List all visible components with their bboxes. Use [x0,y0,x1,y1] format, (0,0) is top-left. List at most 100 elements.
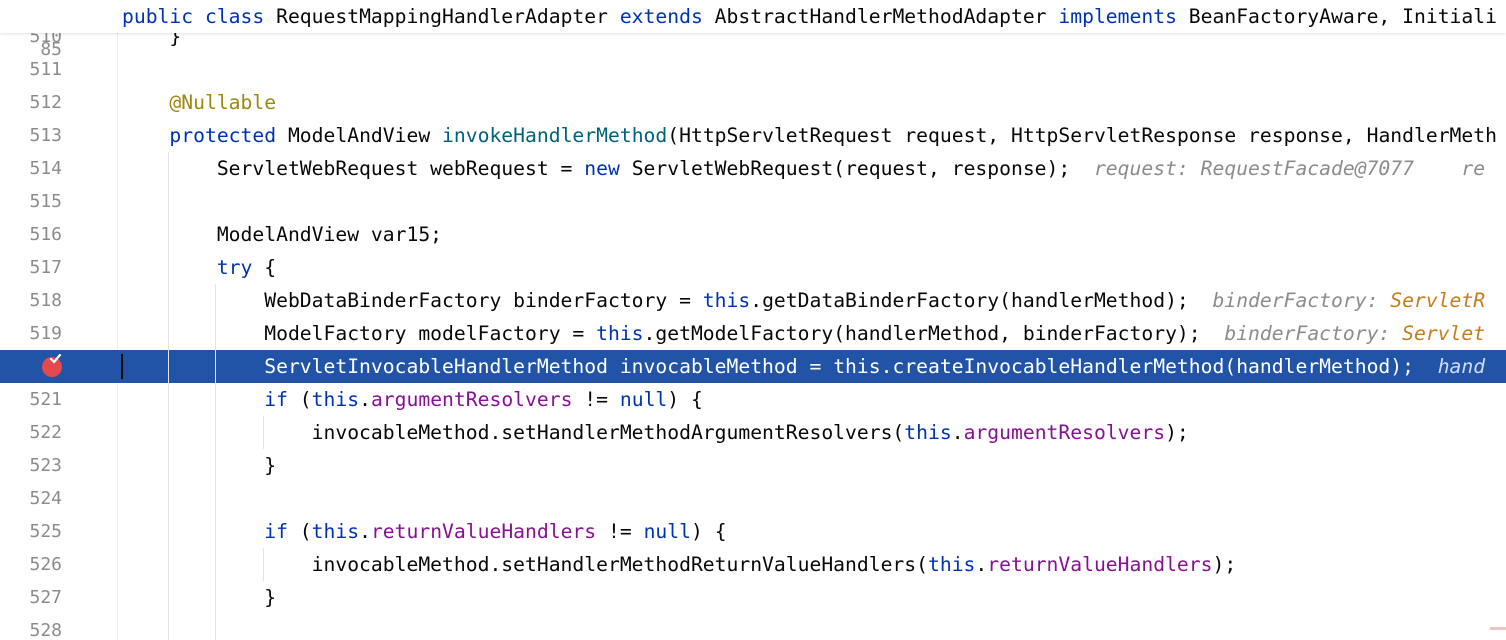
code-token: } [122,454,277,477]
execution-point-line[interactable]: 520 ServletInvocableHandlerMethod invoca… [0,350,1506,383]
code-token: this [311,388,360,411]
code-text[interactable]: } [122,449,276,482]
line-number[interactable]: 525 [29,521,62,542]
inline-debug-hint: ServletR [1390,289,1486,312]
code-text[interactable]: try { [122,251,276,284]
code-token: returnValueHandlers [370,520,597,543]
code-line[interactable]: 526 invocableMethod.setHandlerMethodRetu… [0,548,1506,581]
line-number[interactable]: 521 [29,389,62,410]
code-token: ); [1212,553,1237,576]
indent-guide [168,152,169,640]
code-line[interactable]: 522 invocableMethod.setHandlerMethodArgu… [0,416,1506,449]
code-token: .getDataBinderFactory(handlerMethod); [750,289,1189,312]
code-token: } [122,25,182,48]
code-token: (HttpServletRequest request, HttpServlet… [667,124,1497,147]
code-text[interactable]: } [122,581,276,614]
inline-debug-hint: Servlet [1402,322,1486,345]
code-text[interactable]: invocableMethod.setHandlerMethodArgument… [122,416,1189,449]
code-text[interactable]: protected ModelAndView invokeHandlerMeth… [122,119,1497,152]
code-line[interactable]: 517 try { [0,251,1506,284]
code-token: invokeHandlerMethod [442,124,668,147]
code-token: argumentResolvers [370,388,573,411]
line-number[interactable]: 526 [29,554,62,575]
code-text[interactable]: ServletWebRequest webRequest = new Servl… [122,152,1485,185]
code-token: WebDataBinderFactory binderFactory = [122,289,703,312]
code-token: BeanFactoryAware, Initiali [1188,5,1497,28]
code-line[interactable]: 519 ModelFactory modelFactory = this.get… [0,317,1506,350]
code-token: ServletInvocableHandlerMethod invocableM… [122,355,834,378]
code-token: argumentResolvers [963,421,1166,444]
code-token: RequestMappingHandlerAdapter [276,5,620,28]
code-token: this [904,421,952,444]
code-token: extends [619,5,715,28]
code-line[interactable]: 511 [0,53,1506,86]
code-token: . [359,520,371,543]
code-line[interactable]: 512 @Nullable [0,86,1506,119]
code-token: this [311,520,360,543]
inline-debug-hint: hand [1414,355,1486,378]
line-number[interactable]: 514 [29,158,62,179]
code-line[interactable]: 525 if (this.returnValueHandlers != null… [0,515,1506,548]
code-token: public class [122,5,277,28]
line-number[interactable]: 516 [29,224,62,245]
breakpoint-icon[interactable] [40,354,64,378]
line-number[interactable]: 528 [29,620,62,640]
line-number[interactable]: 515 [29,191,62,212]
code-line[interactable]: 518 WebDataBinderFactory binderFactory =… [0,284,1506,317]
code-text[interactable]: WebDataBinderFactory binderFactory = thi… [122,284,1485,317]
line-number[interactable]: 512 [29,92,62,113]
code-token: @Nullable [122,91,277,114]
code-token: this [928,553,976,576]
line-number[interactable]: 518 [29,290,62,311]
code-line[interactable]: 523 } [0,449,1506,482]
code-text[interactable]: ServletInvocableHandlerMethod invocableM… [122,350,1485,383]
code-token: implements [1058,5,1189,28]
sticky-class-header[interactable]: 85 public class RequestMappingHandlerAda… [0,0,1506,60]
code-text[interactable]: @Nullable [122,86,276,119]
line-number[interactable]: 527 [29,587,62,608]
code-token: .createInvocableHandlerMethod(handlerMet… [880,355,1414,378]
code-token: ( [299,388,312,411]
line-number[interactable]: 517 [29,257,62,278]
code-token: if [122,520,300,543]
line-number[interactable]: 519 [29,323,62,344]
line-number[interactable]: 522 [29,422,62,443]
code-token: . [951,421,964,444]
code-line[interactable]: 516 ModelAndView var15; [0,218,1506,251]
line-number[interactable]: 524 [29,488,62,509]
code-token: ModelAndView [287,124,443,147]
gutter-separator [117,0,118,640]
code-token: } [122,586,277,609]
code-text[interactable]: if (this.argumentResolvers != null) { [122,383,703,416]
code-line[interactable]: 513 protected ModelAndView invokeHandler… [0,119,1506,152]
code-token: ServletWebRequest(request, response); [631,157,1071,180]
code-line[interactable]: 528 [0,614,1506,640]
code-token: if [122,388,300,411]
line-number[interactable]: 523 [29,455,62,476]
code-token: .getModelFactory(handlerMethod, binderFa… [643,322,1201,345]
code-line[interactable]: 527 } [0,581,1506,614]
code-token: ) { [667,388,703,411]
code-token: != [596,520,644,543]
code-text[interactable]: ModelAndView var15; [122,218,442,251]
indent-guide [263,416,264,449]
line-number[interactable]: 513 [29,125,62,146]
code-line[interactable]: 514 ServletWebRequest webRequest = new S… [0,152,1506,185]
code-line[interactable]: 521 if (this.argumentResolvers != null) … [0,383,1506,416]
code-line[interactable]: 524 [0,482,1506,515]
code-text[interactable]: if (this.returnValueHandlers != null) { [122,515,726,548]
inline-debug-hint: binderFactory: [1200,322,1403,345]
code-text[interactable]: invocableMethod.setHandlerMethodReturnVa… [122,548,1237,581]
code-token: ); [1165,421,1189,444]
code-text[interactable]: ModelFactory modelFactory = this.getMode… [122,317,1485,350]
code-token: AbstractHandlerMethodAdapter [714,5,1059,28]
code-token: try [122,256,265,279]
code-token: ServletWebRequest webRequest = [122,157,585,180]
code-token: . [359,388,371,411]
scrollbar-error-marker[interactable] [1490,627,1506,630]
line-number[interactable]: 511 [0,53,62,86]
code-line[interactable]: 515 [0,185,1506,218]
line-number-gutter[interactable] [0,0,117,640]
code-text[interactable]: } [122,20,181,53]
